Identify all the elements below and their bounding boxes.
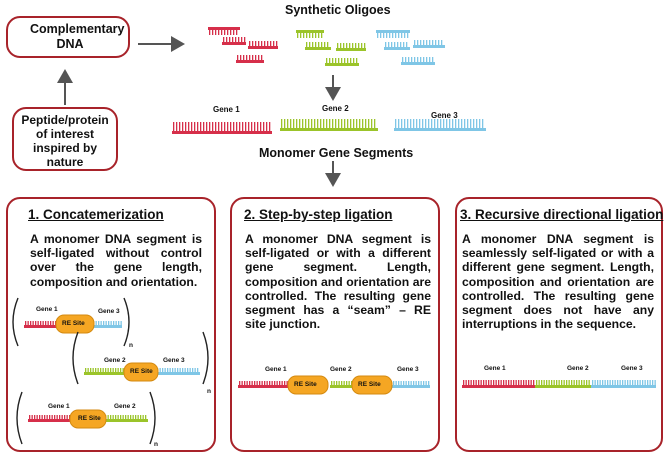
p1-row2-green — [84, 368, 126, 375]
complementary-dna-box: Complementary DNA — [6, 16, 130, 58]
p1-row3-red — [28, 415, 72, 422]
gene3-top-label: Gene 3 — [431, 111, 458, 120]
p1-row1-gene1-label: Gene 1 — [36, 306, 58, 313]
p3-green — [535, 380, 591, 388]
panel-2-title: 2. Step-by-step ligation — [244, 207, 393, 222]
p3-gene1-label: Gene 1 — [484, 365, 506, 372]
oligo-red-1 — [208, 27, 240, 35]
p1-row3-n: n — [154, 441, 158, 448]
oligo-blue-1 — [376, 30, 410, 38]
parentheses — [12, 297, 209, 445]
oligo-red-2 — [222, 37, 246, 45]
p3-gene3-label: Gene 3 — [621, 365, 643, 372]
re-site-label-5: RE Site — [358, 381, 381, 388]
panel-3-text: A monomer DNA segment is seamlessly self… — [462, 232, 654, 332]
p1-row1-blue — [92, 321, 122, 328]
oligo-blue-2 — [384, 42, 410, 50]
re-site-blob-5 — [351, 375, 393, 395]
p1-row3-gene1-label: Gene 1 — [48, 403, 70, 410]
oligo-red-4 — [236, 55, 264, 63]
panel-step-by-step — [230, 197, 440, 452]
re-site-label-3: RE Site — [78, 415, 101, 422]
oligo-blue-4 — [401, 57, 435, 65]
oligo-red-3 — [248, 41, 278, 49]
p1-row2-n: n — [207, 388, 211, 395]
panel-recursive-directional — [455, 197, 663, 452]
peptide-protein-box: Peptide/protein of interest inspired by … — [12, 107, 118, 171]
p1-row2-gene3-label: Gene 3 — [163, 357, 185, 364]
panel-1-text: A monomer DNA segment is self-ligated wi… — [30, 232, 202, 289]
re-site-blob-1 — [55, 314, 95, 334]
p1-row1-gene3-label: Gene 3 — [98, 308, 120, 315]
gene2-top-label: Gene 2 — [322, 104, 349, 113]
re-site-blob-4 — [287, 375, 329, 395]
monomer-gene-segments-title: Monomer Gene Segments — [259, 146, 414, 160]
gene-1-segment — [172, 122, 272, 134]
re-site-label-2: RE Site — [130, 368, 153, 375]
gene-2-segment — [280, 119, 378, 131]
oligo-green-2 — [305, 42, 331, 50]
oligo-green-3 — [336, 43, 366, 51]
synthetic-oligoes-title: Synthetic Oligoes — [285, 3, 391, 17]
panel-3-title: 3. Recursive directional ligation — [460, 207, 664, 222]
p2-gene1-label: Gene 1 — [265, 366, 287, 373]
p3-gene2-label: Gene 2 — [567, 365, 589, 372]
oligo-blue-3 — [413, 40, 445, 48]
p2-green — [330, 381, 354, 388]
oligo-green-4 — [325, 58, 359, 66]
p1-row3-green — [104, 415, 148, 422]
gene-3-segment — [394, 119, 486, 131]
panel-1-title: 1. Concatemerization — [28, 207, 164, 222]
p2-gene2-label: Gene 2 — [330, 366, 352, 373]
p1-row1-n: n — [129, 342, 133, 349]
p2-red — [238, 381, 290, 388]
p1-row2-gene2-label: Gene 2 — [104, 357, 126, 364]
p2-gene3-label: Gene 3 — [397, 366, 419, 373]
p1-row3-gene2-label: Gene 2 — [114, 403, 136, 410]
re-site-label-4: RE Site — [294, 381, 317, 388]
p2-blue — [392, 381, 430, 388]
p3-red — [462, 380, 535, 388]
gene1-top-label: Gene 1 — [213, 105, 240, 114]
re-site-label-1: RE Site — [62, 320, 85, 327]
peptide-protein-label: Peptide/protein of interest inspired by … — [21, 113, 109, 169]
p3-blue — [591, 380, 656, 388]
panel-2-text: A monomer DNA segment is self-ligated or… — [245, 232, 431, 332]
re-site-blob-2 — [123, 362, 159, 382]
complementary-dna-label: Complementary DNA — [30, 22, 125, 51]
re-site-blob-3 — [69, 409, 107, 429]
oligo-green-1 — [296, 30, 324, 38]
p1-row2-blue — [156, 368, 200, 375]
